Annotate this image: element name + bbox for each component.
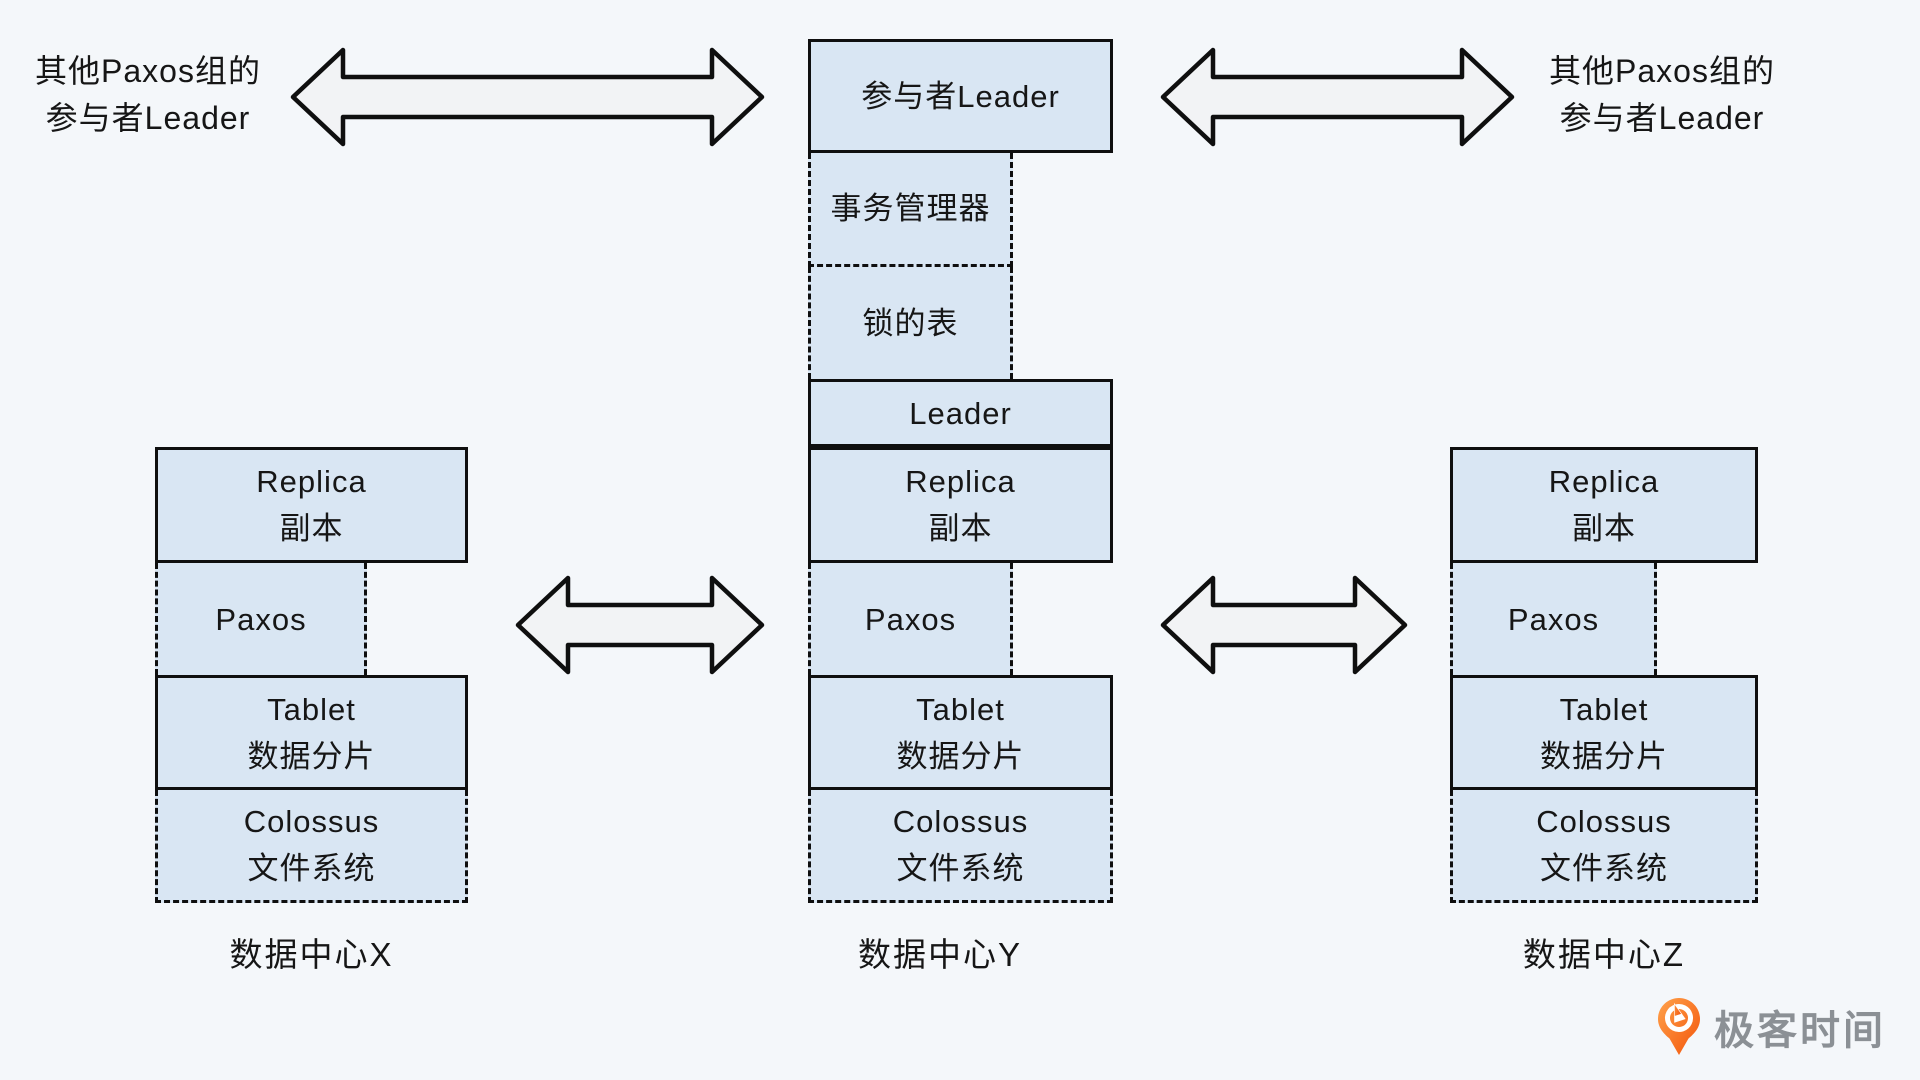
- box-tablet-right-cn: 数据分片: [1540, 738, 1668, 774]
- box-participant-leader-label: 参与者Leader: [861, 78, 1060, 114]
- box-leader-label: Leader: [909, 395, 1012, 431]
- box-paxos-left-label: Paxos: [215, 601, 307, 637]
- box-replica-left-en: Replica: [256, 464, 367, 499]
- box-replica-right-cn: 副本: [1572, 511, 1636, 546]
- box-paxos-center: Paxos: [808, 563, 1013, 675]
- other-paxos-label-right: 其他Paxos组的 参与者Leader: [1512, 48, 1812, 142]
- box-transaction-manager: 事务管理器: [808, 153, 1013, 267]
- box-leader: Leader: [808, 379, 1113, 447]
- other-paxos-label-left-line1: 其他Paxos组的: [35, 53, 261, 89]
- box-tablet-left-en: Tablet: [267, 691, 356, 727]
- box-colossus-center-en: Colossus: [892, 804, 1029, 839]
- double-arrow-top-right-icon: [1160, 47, 1515, 147]
- other-paxos-label-left: 其他Paxos组的 参与者Leader: [0, 48, 296, 142]
- box-colossus-center: Colossus 文件系统: [808, 790, 1113, 903]
- box-replica-left: Replica 副本: [155, 447, 468, 563]
- geektime-pin-icon: [1658, 998, 1700, 1055]
- box-replica-center-en: Replica: [905, 464, 1016, 499]
- box-colossus-right-en: Colossus: [1536, 804, 1672, 839]
- box-replica-center: Replica 副本: [808, 447, 1113, 563]
- box-replica-center-cn: 副本: [928, 511, 993, 546]
- box-paxos-right: Paxos: [1450, 563, 1657, 675]
- box-replica-right: Replica 副本: [1450, 447, 1758, 563]
- box-tablet-left: Tablet 数据分片: [155, 675, 468, 790]
- double-arrow-middle-right-icon: [1160, 575, 1408, 675]
- box-paxos-center-label: Paxos: [864, 601, 957, 637]
- double-arrow-middle-left-icon: [515, 575, 765, 675]
- box-tablet-right-en: Tablet: [1559, 691, 1649, 727]
- double-arrow-top-left-icon: [290, 47, 765, 147]
- datacenter-z-label: 数据中心Z: [1522, 936, 1686, 973]
- box-tablet-right: Tablet 数据分片: [1450, 675, 1758, 790]
- box-tablet-left-cn: 数据分片: [247, 738, 376, 774]
- box-transaction-manager-label: 事务管理器: [830, 191, 991, 226]
- box-paxos-right-label: Paxos: [1507, 601, 1600, 637]
- datacenter-x-label: 数据中心X: [229, 936, 394, 973]
- datacenter-y-label: 数据中心Y: [857, 936, 1022, 973]
- box-colossus-right: Colossus 文件系统: [1450, 790, 1758, 903]
- geektime-logo: 极客时间: [1656, 996, 1886, 1058]
- box-colossus-left: Colossus 文件系统: [155, 790, 468, 903]
- other-paxos-label-right-line1: 其他Paxos组的: [1549, 53, 1775, 89]
- box-participant-leader: 参与者Leader: [808, 39, 1113, 153]
- other-paxos-label-left-line2: 参与者Leader: [45, 100, 251, 136]
- box-colossus-left-cn: 文件系统: [247, 851, 376, 886]
- box-tablet-center: Tablet 数据分片: [808, 675, 1113, 790]
- box-colossus-left-en: Colossus: [243, 804, 380, 839]
- box-tablet-center-cn: 数据分片: [896, 738, 1025, 774]
- box-colossus-right-cn: 文件系统: [1540, 851, 1668, 886]
- box-paxos-left: Paxos: [155, 563, 367, 675]
- other-paxos-label-right-line2: 参与者Leader: [1559, 100, 1765, 136]
- box-replica-left-cn: 副本: [279, 511, 344, 546]
- box-replica-right-en: Replica: [1548, 464, 1660, 499]
- box-tablet-center-en: Tablet: [916, 691, 1005, 727]
- box-lock-table-label: 锁的表: [862, 305, 959, 341]
- box-lock-table: 锁的表: [808, 267, 1013, 379]
- box-colossus-center-cn: 文件系统: [896, 851, 1025, 886]
- geektime-logo-text: 极客时间: [1714, 1009, 1886, 1053]
